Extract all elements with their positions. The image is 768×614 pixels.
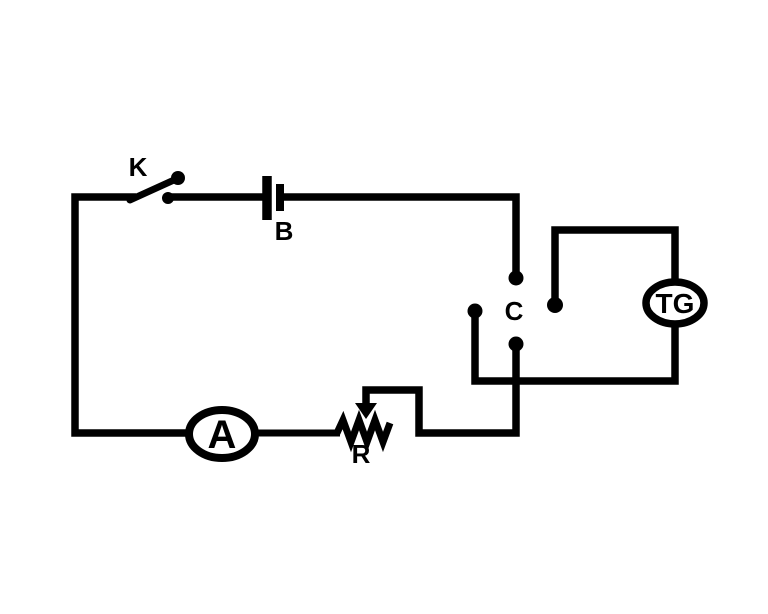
- commutator-right-terminal-dot: [547, 297, 563, 313]
- terminal-layer: [162, 171, 563, 419]
- commutator-bottom-to-rheostat-wire: [362, 347, 520, 437]
- ammeter-symbol: [185, 406, 259, 462]
- commutator-label: C: [505, 296, 524, 326]
- commutator-top-terminal-dot: [508, 270, 524, 286]
- ammeter-label: A: [208, 413, 237, 457]
- galvanometer-symbol: [642, 278, 708, 328]
- rheostat-zigzag: [333, 409, 394, 453]
- switch-knob-dot: [171, 171, 185, 185]
- switch-contact-dot: [162, 192, 174, 204]
- rheostat-wiper-arrowhead: [355, 403, 377, 419]
- switch-blade: [126, 176, 178, 204]
- commutator-right-to-galvanometer-wire: [551, 226, 679, 300]
- rheostat-label: R: [352, 439, 371, 469]
- battery-label: B: [275, 216, 294, 246]
- galvanometer-label: TG: [656, 288, 695, 319]
- galvanometer-to-commutator-left-wire: [471, 315, 679, 385]
- commutator-left-terminal-dot: [467, 303, 483, 319]
- main-loop-wire: [71, 193, 191, 437]
- label-layer: K B C R A TG: [129, 152, 695, 469]
- wire-layer: [71, 176, 708, 462]
- switch-label: K: [129, 152, 148, 182]
- battery-to-commutator-wire: [283, 193, 520, 272]
- commutator-bottom-terminal-dot: [508, 336, 524, 352]
